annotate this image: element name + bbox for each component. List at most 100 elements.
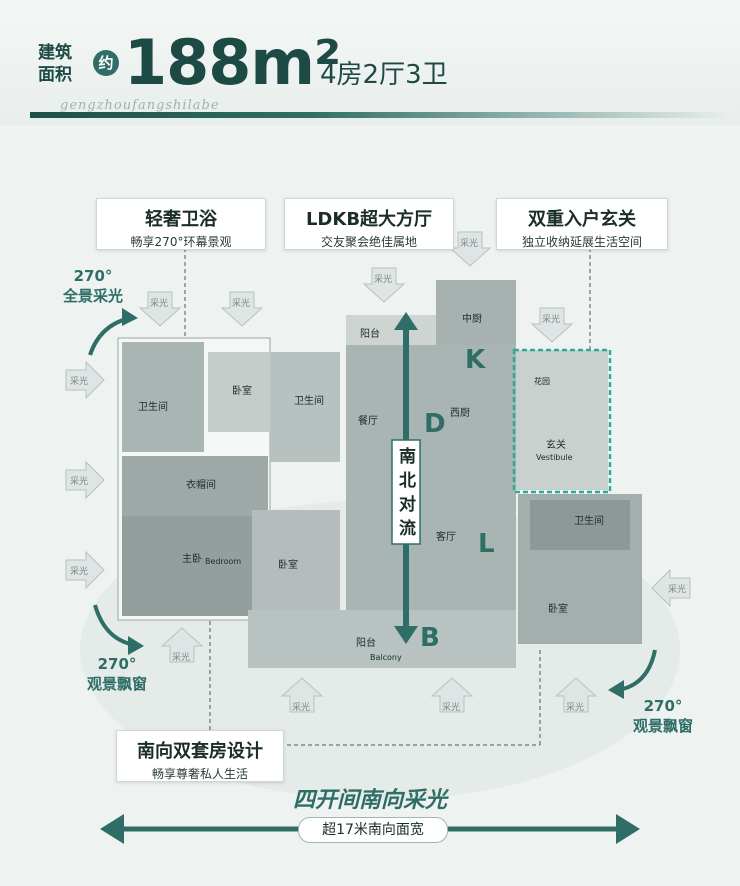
light-arrow-bottom-3: 采光 — [430, 677, 474, 713]
area-label-line1: 建筑 — [38, 43, 72, 63]
room-balcony-top — [346, 315, 436, 345]
svg-text:采光: 采光 — [460, 237, 478, 249]
letter-b: B — [420, 623, 440, 653]
light-arrow-bottom-4: 采光 — [554, 677, 598, 713]
curve-arrow-bottom-left-head — [128, 636, 144, 655]
light-arrow-top-4: 采光 — [448, 231, 492, 267]
room-living-dining — [346, 345, 516, 610]
light-arrow-bottom-2: 采光 — [280, 677, 324, 713]
room-bedroom-mid — [252, 510, 340, 610]
width-arrow-right-head — [616, 814, 640, 844]
light-arrow-bottom-1: 采光 — [160, 627, 204, 663]
callout-south: 南向双套房设计 畅享尊奢私人生活 — [116, 730, 284, 782]
note-full-light-line1: 270° — [73, 267, 113, 285]
svg-text:采光: 采光 — [292, 701, 310, 713]
label-bedroom-top: 卧室 — [232, 384, 252, 397]
curve-arrow-top-left-head — [122, 308, 138, 326]
note-bay-right: 270° 观景飘窗 — [618, 696, 708, 736]
ns-label-2: 北 — [399, 471, 416, 491]
svg-text:采光: 采光 — [70, 565, 88, 577]
label-dining: 餐厅 — [358, 414, 378, 427]
label-balcony-bottom: 阳台 — [356, 636, 376, 649]
callout-living: LDKB超大方厅 交友聚会绝佳属地 — [284, 198, 454, 250]
note-bay-left: 270° 观景飘窗 — [72, 654, 162, 694]
callout-south-subtitle: 畅享尊奢私人生活 — [151, 767, 248, 781]
header-band — [0, 0, 740, 125]
label-bath-master: 卫生间 — [138, 400, 168, 413]
callout-bath-subtitle: 畅享270°环幕景观 — [130, 235, 232, 249]
letter-l: L — [478, 529, 495, 559]
label-foyer-en: Vestibule — [536, 453, 573, 462]
note-bay-left-line1: 270° — [97, 655, 137, 673]
svg-text:采光: 采光 — [172, 651, 190, 663]
light-arrow-left-1: 采光 — [65, 360, 105, 400]
callout-entry: 双重入户玄关 独立收纳延展生活空间 — [496, 198, 668, 250]
svg-text:采光: 采光 — [668, 583, 686, 595]
letter-d: D — [424, 409, 446, 439]
ns-axis-head-top — [394, 312, 418, 330]
svg-text:采光: 采光 — [374, 273, 392, 285]
label-balcony-top: 阳台 — [360, 327, 380, 340]
ns-axis-head-bottom — [394, 626, 418, 644]
light-arrow-top-3: 采光 — [362, 267, 406, 303]
light-arrow-left-2: 采光 — [65, 460, 105, 500]
room-balcony-bottom — [248, 610, 516, 668]
width-arrow-left-head — [100, 814, 124, 844]
curve-arrow-bottom-right-head — [608, 680, 624, 699]
ns-label-4: 流 — [399, 518, 416, 539]
note-bay-right-line1: 270° — [643, 697, 683, 715]
room-count: 4房2厅3卫 — [320, 60, 448, 90]
label-bedroom-right: 卧室 — [548, 602, 568, 615]
label-cloakroom: 衣帽间 — [186, 478, 216, 491]
svg-text:采光: 采光 — [566, 701, 584, 713]
svg-text:采光: 采光 — [70, 375, 88, 387]
room-bath-mid — [270, 352, 340, 462]
label-bath-right: 卫生间 — [574, 514, 604, 527]
label-master-bedroom-en: Bedroom — [205, 557, 241, 566]
south-light-title: 四开间南向采光 — [292, 788, 447, 813]
area-label-line2: 面积 — [38, 65, 72, 85]
callout-living-subtitle: 交友聚会绝佳属地 — [320, 235, 417, 249]
label-foyer: 玄关 — [546, 438, 566, 451]
room-foyer — [516, 350, 608, 490]
callout-bath: 轻奢卫浴 畅享270°环幕景观 — [96, 198, 266, 250]
label-balcony-bottom-en: Balcony — [370, 653, 402, 662]
note-full-light: 270° 全景采光 — [48, 266, 138, 306]
label-entry-garden: 花园 — [534, 376, 550, 386]
letter-k: K — [465, 345, 486, 375]
foyer-dashed-outline — [512, 348, 612, 494]
label-chinese-kitchen: 中厨 — [462, 312, 482, 325]
svg-text:采光: 采光 — [442, 701, 460, 713]
ns-label-1: 南 — [399, 446, 416, 467]
callout-living-title: LDKB超大方厅 — [305, 209, 433, 230]
room-cloakroom — [122, 456, 268, 516]
ns-label-3: 对 — [399, 494, 416, 515]
callout-bath-title: 轻奢卫浴 — [145, 209, 217, 230]
note-full-light-line2: 全景采光 — [62, 287, 123, 305]
ns-axis-label-box — [391, 439, 421, 545]
area-label: 建筑 面积 — [38, 42, 72, 86]
svg-text:采光: 采光 — [542, 313, 560, 325]
svg-text:采光: 采光 — [150, 297, 168, 309]
label-bath-mid: 卫生间 — [294, 394, 324, 407]
area-value: 188m² — [124, 26, 341, 99]
note-bay-left-line2: 观景飘窗 — [86, 675, 147, 693]
label-master-bedroom: 主卧 — [182, 552, 202, 565]
frontage-width-label: 超17米南向面宽 — [298, 817, 448, 843]
callout-entry-subtitle: 独立收纳延展生活空间 — [521, 235, 642, 249]
approx-badge: 约 — [93, 50, 119, 76]
label-bedroom-mid: 卧室 — [278, 558, 298, 571]
light-arrow-left-3: 采光 — [65, 550, 105, 590]
label-living: 客厅 — [436, 530, 456, 543]
light-arrow-top-2: 采光 — [220, 291, 264, 327]
light-arrow-top-1: 采光 — [138, 291, 182, 327]
light-arrow-right-1: 采光 — [651, 568, 691, 608]
callout-entry-title: 双重入户玄关 — [528, 209, 636, 230]
room-bath-master — [122, 342, 204, 452]
room-master-bedroom — [122, 516, 268, 616]
light-arrow-top-5: 采光 — [530, 307, 574, 343]
note-bay-right-line2: 观景飘窗 — [632, 717, 693, 735]
callout-south-title: 南向双套房设计 — [137, 741, 263, 762]
room-bath-right — [530, 500, 630, 550]
label-western-kitchen: 西厨 — [450, 407, 470, 419]
